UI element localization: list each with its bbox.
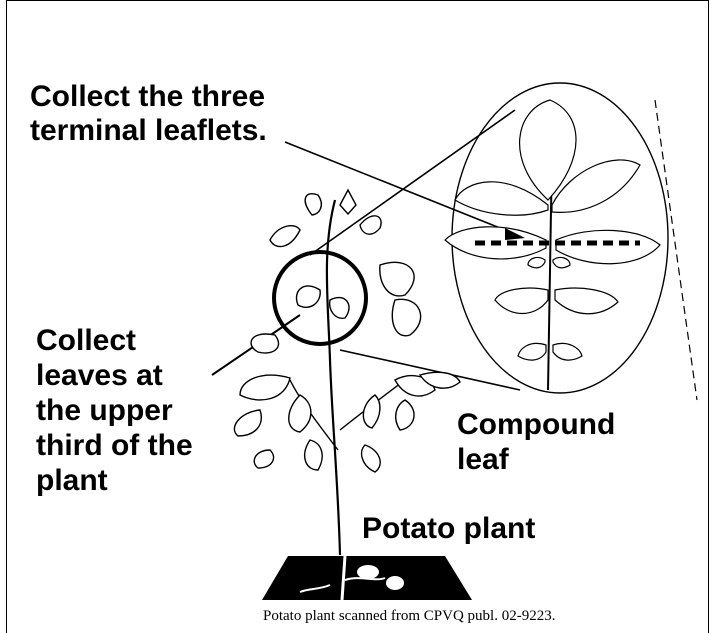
compound-leaf-label: Compound leaf bbox=[457, 407, 615, 477]
compound-leaf-label-line1: Compound bbox=[457, 407, 615, 442]
upper-third-label-line1: Collect bbox=[36, 323, 193, 358]
terminal-leaflets-label-line2: terminal leaflets. bbox=[30, 114, 267, 148]
potato-plant-drawing bbox=[234, 190, 460, 555]
compound-leaf-label-line2: leaf bbox=[457, 442, 615, 477]
edge-dash-line bbox=[655, 100, 697, 400]
upper-third-label-line3: the upper bbox=[36, 393, 193, 428]
upper-third-label-line2: leaves at bbox=[36, 358, 193, 393]
upper-third-label: Collect leaves at the upper third of the… bbox=[36, 323, 193, 498]
upper-third-label-line5: plant bbox=[36, 463, 193, 498]
upper-third-label-line4: third of the bbox=[36, 428, 193, 463]
terminal-leaflets-label-line1: Collect the three bbox=[30, 80, 265, 114]
figure-caption: Potato plant scanned from CPVQ publ. 02-… bbox=[263, 608, 555, 625]
potato-plant-label: Potato plant bbox=[362, 512, 535, 546]
